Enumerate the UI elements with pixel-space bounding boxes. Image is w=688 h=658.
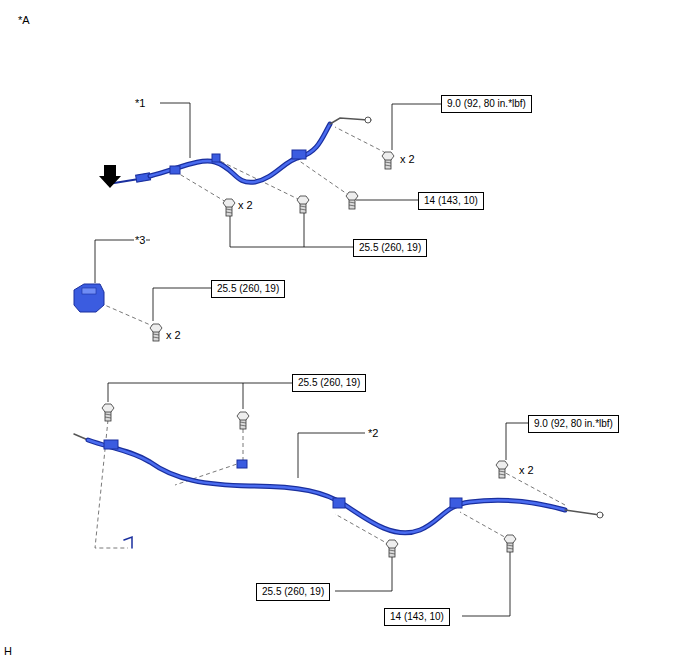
- label: x 2: [518, 464, 535, 477]
- label: H: [3, 645, 13, 658]
- bolts: [102, 152, 516, 557]
- torque-spec-box: 25.5 (260, 19): [256, 583, 330, 601]
- callout-number: *1: [134, 97, 146, 110]
- label: x 2: [165, 329, 182, 342]
- torque-spec-box: 14 (143, 10): [418, 192, 484, 210]
- lower-cable: [74, 434, 603, 548]
- leader-lines: [95, 103, 528, 616]
- torque-value: 25.5 (260, 19): [298, 377, 360, 389]
- dashed-lines: [95, 127, 565, 548]
- torque-spec-box: 9.0 (92, 80 in.*lbf): [441, 95, 532, 113]
- torque-value: 9.0 (92, 80 in.*lbf): [447, 98, 526, 110]
- torque-spec-box: 9.0 (92, 80 in.*lbf): [528, 415, 619, 433]
- upper-cable: [108, 117, 371, 184]
- torque-value: 25.5 (260, 19): [217, 283, 279, 295]
- torque-value: 25.5 (260, 19): [262, 586, 324, 598]
- callout-number: *A: [17, 14, 31, 27]
- torque-value: 9.0 (92, 80 in.*lbf): [534, 418, 613, 430]
- torque-spec-box: 25.5 (260, 19): [353, 239, 427, 257]
- torque-spec-box: 25.5 (260, 19): [292, 374, 366, 392]
- torque-spec-box: 14 (143, 10): [384, 608, 450, 626]
- torque-value: 25.5 (260, 19): [359, 242, 421, 254]
- torque-spec-box: 25.5 (260, 19): [211, 280, 285, 298]
- torque-value: 14 (143, 10): [390, 611, 444, 623]
- callout-number: *3: [134, 234, 146, 247]
- label: x 2: [399, 153, 416, 166]
- callout-number: *2: [367, 427, 379, 440]
- torque-value: 14 (143, 10): [424, 195, 478, 207]
- direction-arrow: [99, 165, 121, 188]
- bracket-part: [74, 284, 104, 312]
- label: x 2: [237, 199, 254, 212]
